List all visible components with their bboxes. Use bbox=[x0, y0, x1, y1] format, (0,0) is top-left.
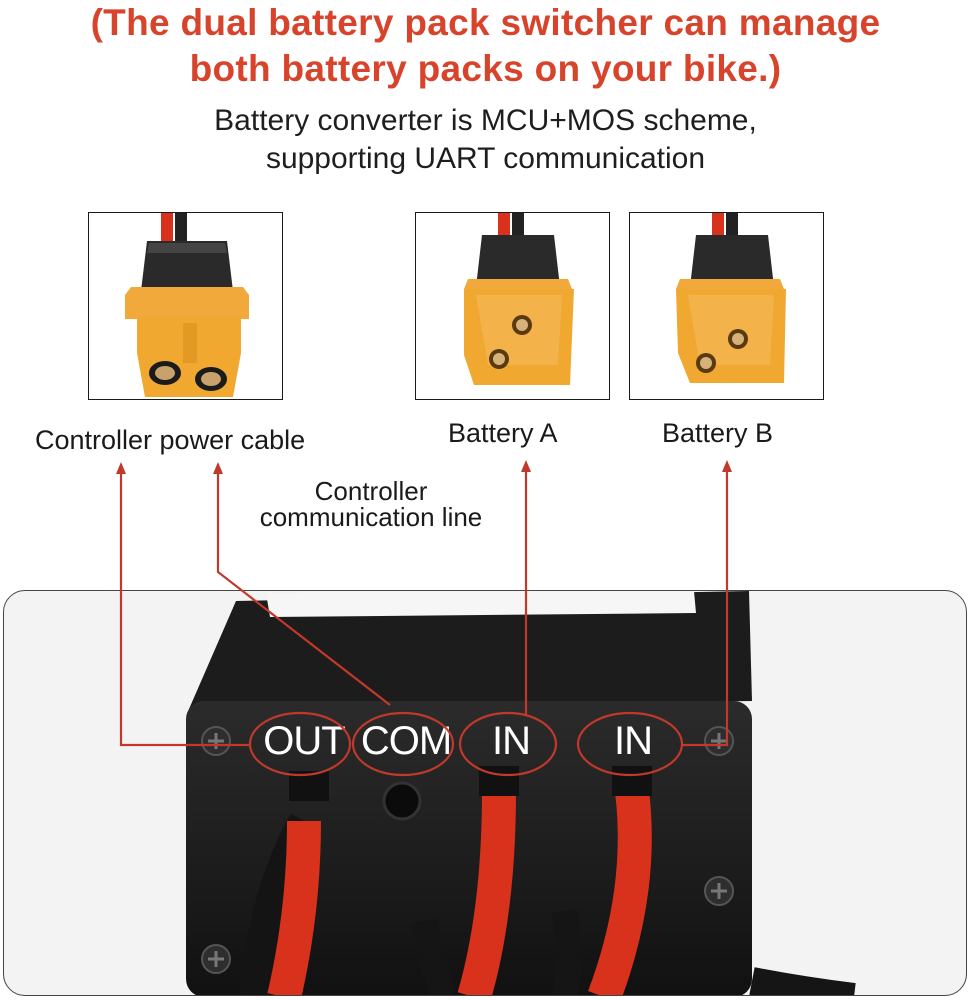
battery-a-connector-photo bbox=[415, 212, 610, 400]
headline-line-2: both battery packs on your bike.) bbox=[189, 48, 782, 89]
comm-line-label-line-2: communication line bbox=[259, 502, 483, 532]
port-out-label: OUT bbox=[263, 719, 345, 763]
subheadline: Battery converter is MCU+MOS scheme, sup… bbox=[0, 102, 971, 178]
headline: (The dual battery pack switcher can mana… bbox=[0, 0, 971, 92]
subheadline-line-2: supporting UART communication bbox=[265, 142, 706, 175]
port-com-label: COM bbox=[360, 719, 452, 763]
comm-line-label: Controller communication line bbox=[240, 478, 502, 530]
battery-b-label: Battery B bbox=[662, 418, 774, 448]
switcher-device-photo: OUT COM IN IN bbox=[3, 590, 967, 996]
xt60-female-connector-icon bbox=[125, 213, 249, 397]
controller-power-connector-photo bbox=[88, 212, 283, 400]
battery-a-label: Battery A bbox=[448, 418, 558, 448]
port-in-b-label: IN bbox=[614, 719, 653, 763]
battery-b-callout-arrow bbox=[722, 460, 732, 472]
out-callout-arrow bbox=[116, 462, 126, 474]
xt60-male-connector-icon bbox=[464, 213, 574, 385]
port-in-a-label: IN bbox=[492, 719, 531, 763]
headline-line-1: (The dual battery pack switcher can mana… bbox=[90, 2, 881, 43]
com-callout-arrow bbox=[213, 462, 223, 474]
subheadline-line-1: Battery converter is MCU+MOS scheme, bbox=[214, 104, 757, 137]
xt60-male-connector-icon bbox=[676, 213, 786, 383]
battery-b-connector-photo bbox=[629, 212, 824, 400]
switcher-device-icon bbox=[186, 591, 856, 995]
battery-a-callout-arrow bbox=[521, 460, 531, 472]
comm-line-label-line-1: Controller bbox=[314, 476, 428, 506]
controller-power-label: Controller power cable bbox=[35, 425, 306, 455]
